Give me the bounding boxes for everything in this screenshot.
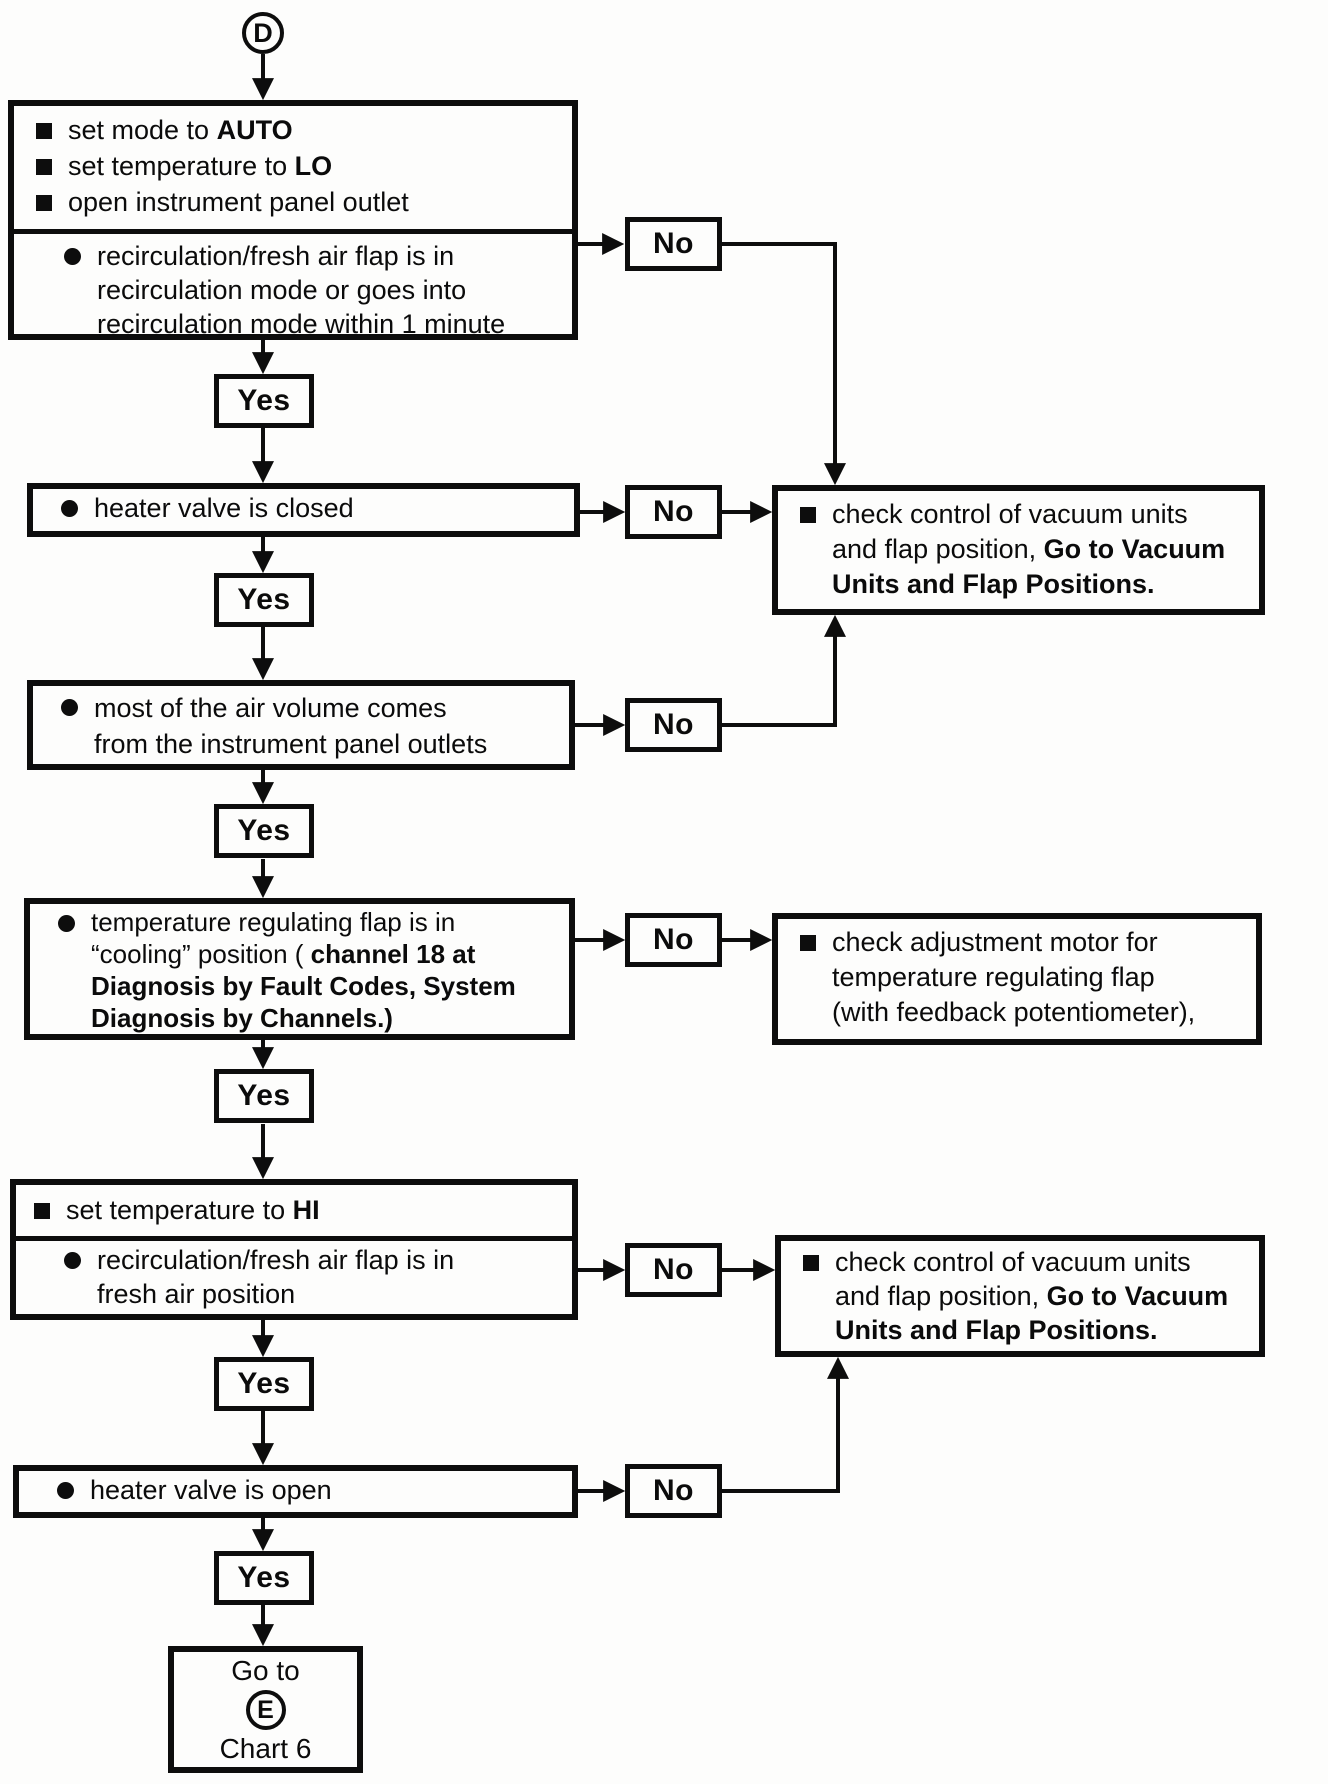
- no-connector-5: No: [625, 1243, 722, 1297]
- result-line: Units and Flap Positions.: [832, 569, 1155, 599]
- no-label: No: [653, 923, 694, 956]
- action-text: open instrument panel outlet: [68, 187, 409, 217]
- end-goto-text: Go to: [231, 1654, 300, 1686]
- box-heater-valve-open: heater valve is open: [13, 1465, 578, 1518]
- result-line: (with feedback potentiometer),: [832, 997, 1196, 1027]
- yes-connector-5: Yes: [214, 1357, 314, 1411]
- result-line: check adjustment motor for: [832, 927, 1158, 957]
- condition-line: from the instrument panel outlets: [94, 729, 488, 759]
- yes-connector-2: Yes: [214, 573, 314, 627]
- no-connector-6: No: [625, 1464, 722, 1518]
- result-line: check control of vacuum units: [835, 1247, 1191, 1277]
- start-node-d: D: [242, 12, 284, 54]
- initial-settings-actions: set mode to AUTO set temperature to LO o…: [14, 106, 572, 229]
- condition-line: “cooling” position ( channel 18 at: [91, 939, 476, 969]
- square-bullet-icon: [36, 123, 52, 139]
- action-item: open instrument panel outlet: [36, 185, 572, 221]
- square-bullet-icon: [34, 1203, 50, 1219]
- circle-bullet-icon: [61, 699, 78, 716]
- circle-bullet-icon: [58, 915, 75, 932]
- end-badge-circle: E: [245, 1689, 286, 1730]
- no-label: No: [653, 1253, 694, 1286]
- end-chart-text: Chart 6: [219, 1732, 312, 1764]
- result-line: temperature regulating flap: [832, 962, 1155, 992]
- result-item: check control of vacuum units and flap p…: [778, 491, 1259, 602]
- condition-line: recirculation mode or goes into: [97, 275, 467, 305]
- action-bold: LO: [294, 151, 333, 181]
- box-check-vacuum-bottom: check control of vacuum units and flap p…: [775, 1235, 1265, 1357]
- action-item: set temperature to HI: [16, 1185, 572, 1236]
- condition-line: Diagnosis by Fault Codes, System: [91, 971, 516, 1001]
- box-check-vacuum-top: check control of vacuum units and flap p…: [772, 485, 1265, 615]
- circle-bullet-icon: [61, 500, 78, 517]
- no-connector-2: No: [625, 485, 722, 539]
- box-heater-valve-closed: heater valve is closed: [27, 483, 580, 537]
- result-item: check adjustment motor for temperature r…: [778, 919, 1256, 1030]
- start-node-label: D: [253, 17, 273, 48]
- square-bullet-icon: [800, 935, 816, 951]
- no-connector-3: No: [625, 698, 722, 752]
- box-check-motor: check adjustment motor for temperature r…: [772, 913, 1262, 1045]
- condition-item: temperature regulating flap is in “cooli…: [30, 904, 569, 1034]
- condition-line: recirculation mode within 1 minute: [97, 309, 506, 339]
- result-line: and flap position, Go to Vacuum: [835, 1281, 1229, 1311]
- box-air-volume: most of the air volume comes from the in…: [27, 680, 575, 770]
- circle-bullet-icon: [57, 1482, 74, 1499]
- action-item: set temperature to LO: [36, 149, 572, 185]
- no-connector-4: No: [625, 913, 722, 967]
- square-bullet-icon: [800, 507, 816, 523]
- box-set-temp-hi: set temperature to HI recirculation/fres…: [10, 1179, 578, 1320]
- condition-item: recirculation/fresh air flap is in recir…: [64, 239, 572, 341]
- yes-label: Yes: [237, 814, 291, 847]
- yes-connector-1: Yes: [214, 374, 314, 428]
- fresh-air-condition: recirculation/fresh air flap is in fresh…: [16, 1236, 572, 1311]
- yes-label: Yes: [237, 1561, 291, 1594]
- condition-line: recirculation/fresh air flap is in: [97, 1245, 455, 1275]
- end-badge-letter: E: [257, 1695, 274, 1724]
- condition-item: heater valve is open: [19, 1471, 572, 1508]
- yes-label: Yes: [237, 583, 291, 616]
- end-node-chart6: Go to E Chart 6: [168, 1646, 363, 1773]
- condition-line: temperature regulating flap is in: [91, 907, 456, 937]
- circle-bullet-icon: [64, 248, 81, 265]
- square-bullet-icon: [36, 195, 52, 211]
- condition-line: fresh air position: [97, 1279, 296, 1309]
- box-initial-settings: set mode to AUTO set temperature to LO o…: [8, 100, 578, 340]
- condition-line: most of the air volume comes: [94, 693, 447, 723]
- action-text: set temperature to: [68, 151, 295, 181]
- result-item: check control of vacuum units and flap p…: [781, 1241, 1259, 1347]
- circle-bullet-icon: [64, 1252, 81, 1269]
- condition-line: recirculation/fresh air flap is in: [97, 241, 455, 271]
- no-label: No: [653, 495, 694, 528]
- result-line: and flap position, Go to Vacuum: [832, 534, 1226, 564]
- yes-label: Yes: [237, 1367, 291, 1400]
- action-text: set mode to: [68, 115, 217, 145]
- yes-label: Yes: [237, 384, 291, 417]
- no-label: No: [653, 227, 694, 260]
- no-connector-1: No: [625, 217, 722, 271]
- action-bold: AUTO: [216, 115, 293, 145]
- condition-item: most of the air volume comes from the in…: [33, 686, 569, 762]
- condition-line: heater valve is closed: [94, 493, 354, 523]
- box-temp-flap-cooling: temperature regulating flap is in “cooli…: [24, 898, 575, 1040]
- yes-label: Yes: [237, 1079, 291, 1112]
- result-line: check control of vacuum units: [832, 499, 1188, 529]
- square-bullet-icon: [36, 159, 52, 175]
- yes-connector-4: Yes: [214, 1069, 314, 1123]
- yes-connector-3: Yes: [214, 804, 314, 858]
- square-bullet-icon: [803, 1255, 819, 1271]
- condition-line: Diagnosis by Channels.): [91, 1003, 393, 1033]
- condition-item: recirculation/fresh air flap is in fresh…: [64, 1243, 572, 1311]
- initial-settings-condition: recirculation/fresh air flap is in recir…: [14, 229, 572, 341]
- condition-line: heater valve is open: [90, 1475, 332, 1505]
- action-text: set temperature to: [66, 1195, 293, 1225]
- condition-item: heater valve is closed: [33, 489, 574, 526]
- result-line: Units and Flap Positions.: [835, 1315, 1158, 1345]
- action-bold: HI: [292, 1195, 320, 1225]
- no-label: No: [653, 1474, 694, 1507]
- no-label: No: [653, 708, 694, 741]
- action-item: set mode to AUTO: [36, 113, 572, 149]
- yes-connector-6: Yes: [214, 1551, 314, 1605]
